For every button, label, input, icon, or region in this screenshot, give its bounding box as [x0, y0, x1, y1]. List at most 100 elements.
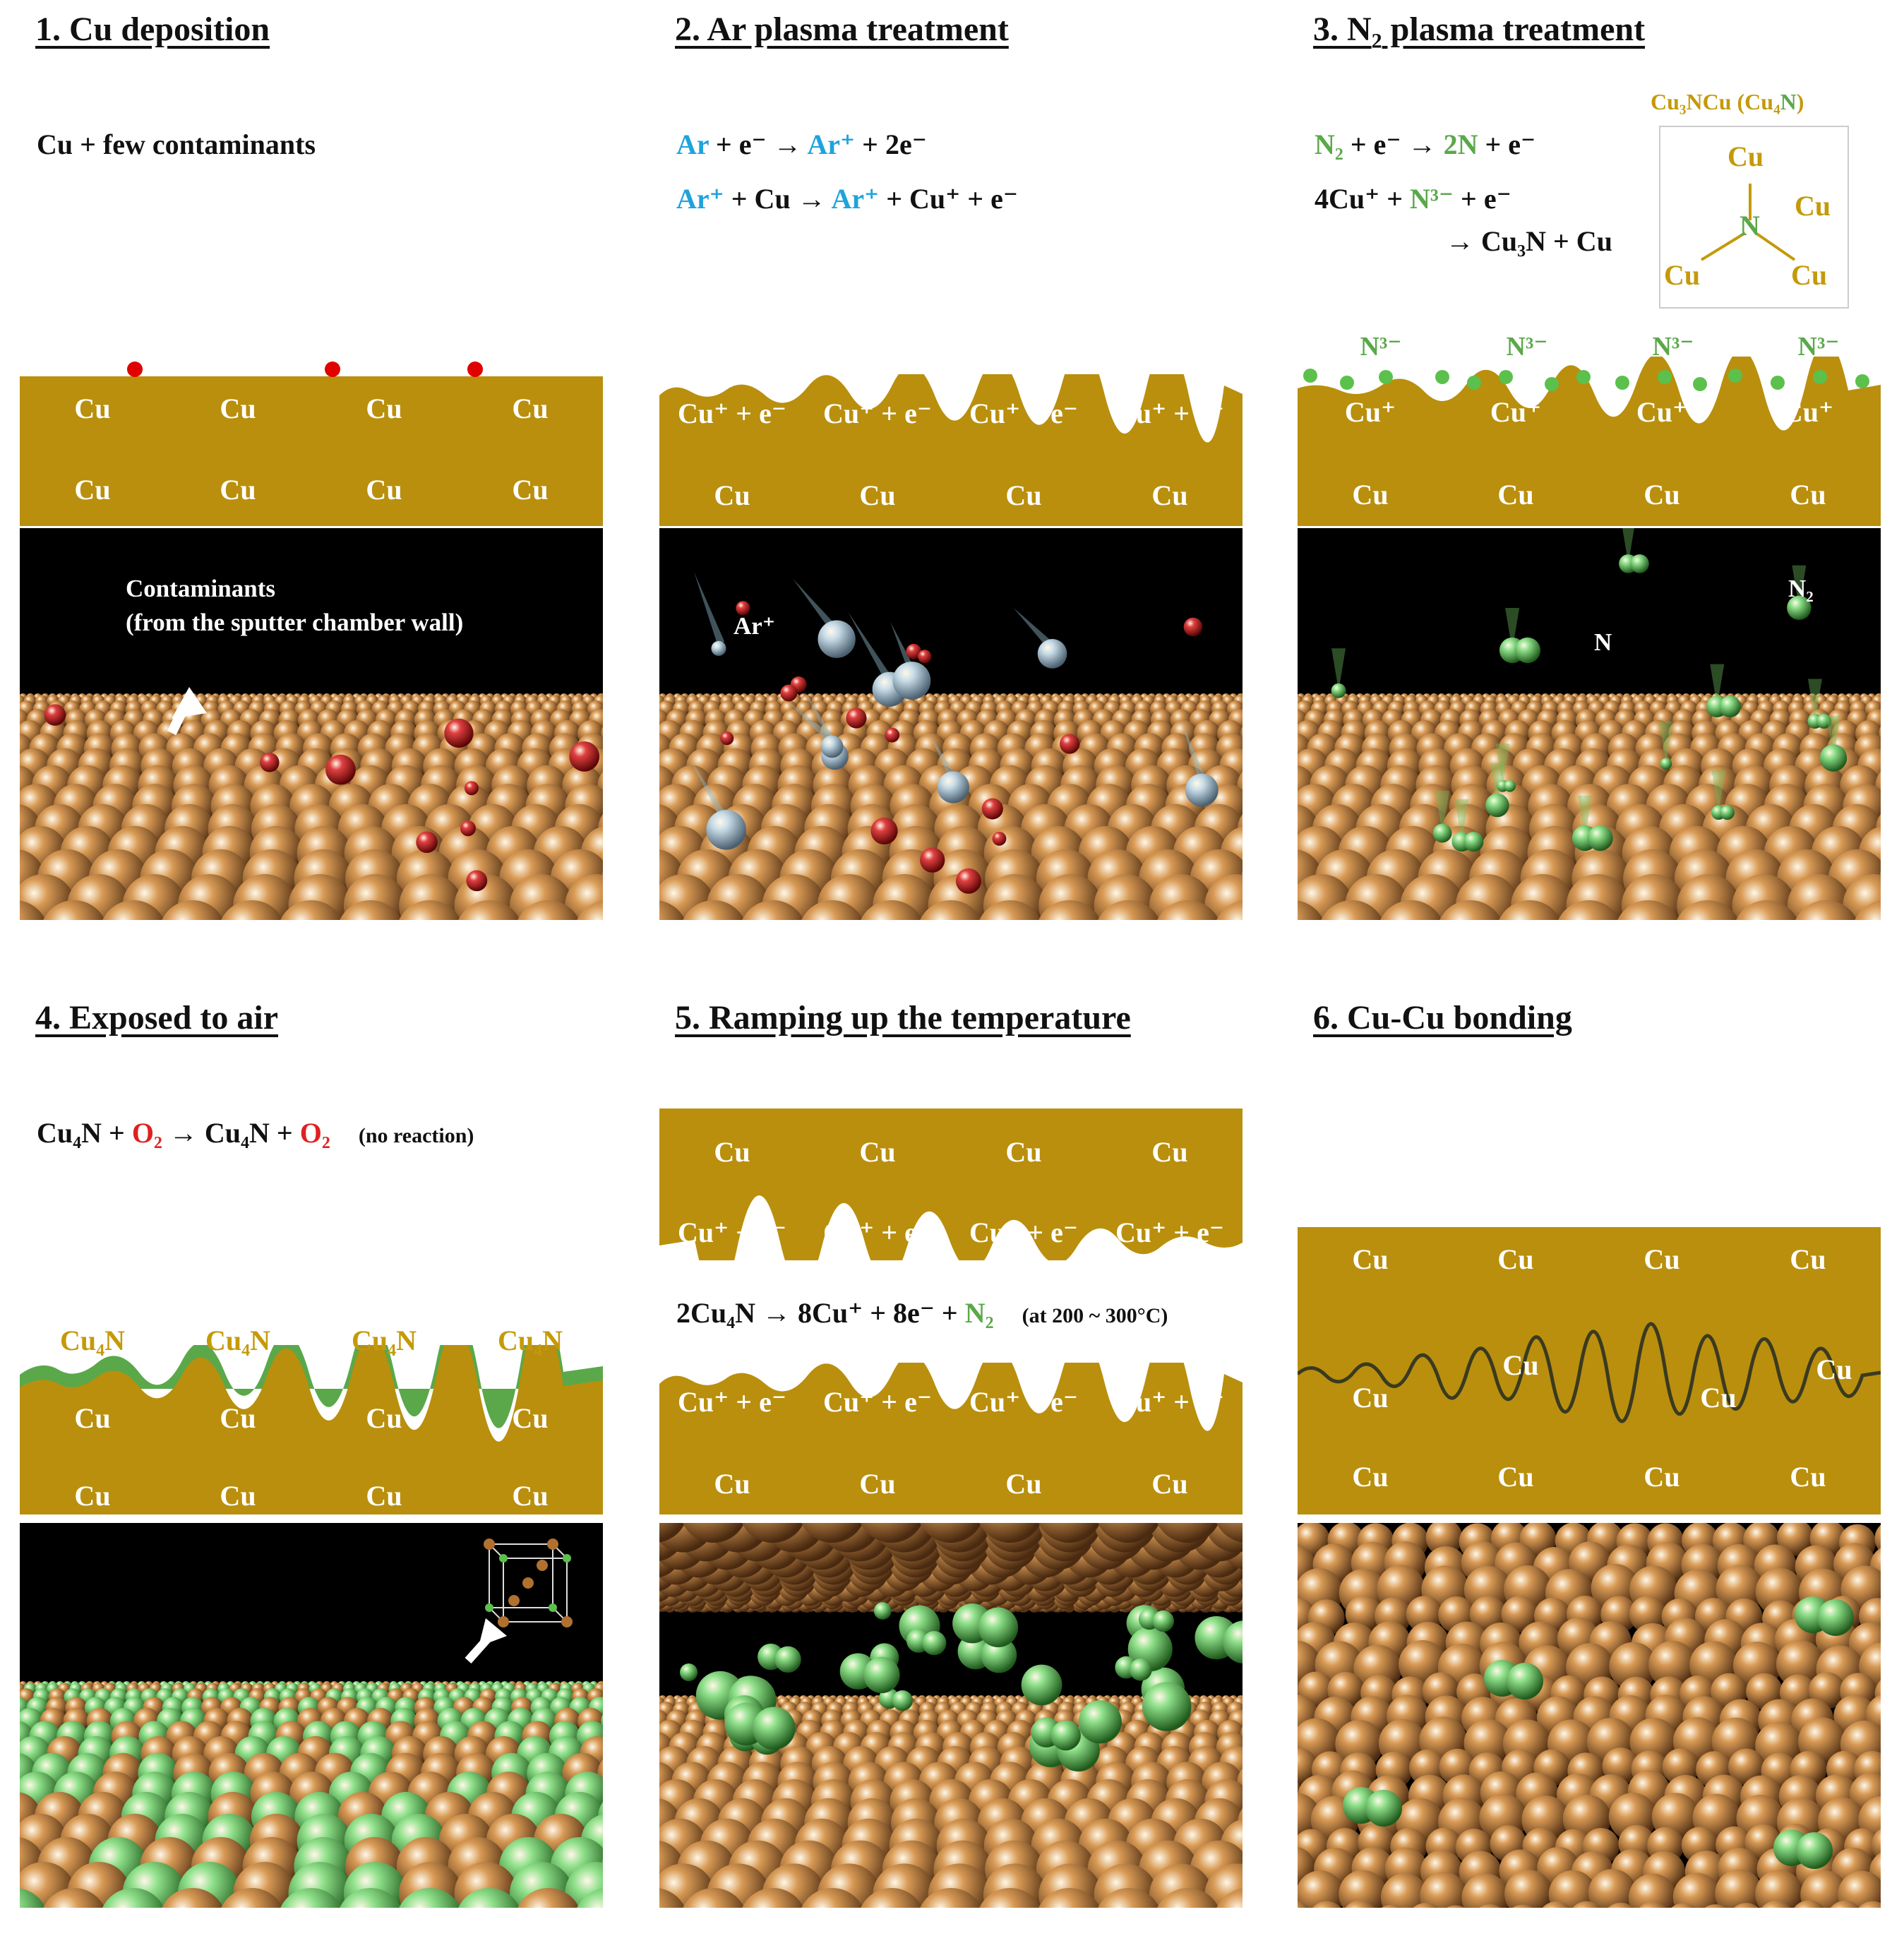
layer-label: Cu — [1790, 1243, 1826, 1275]
interface-label: Cu — [1502, 1349, 1539, 1381]
layer-label: Cu — [1005, 1468, 1042, 1500]
layer-label: Cu — [366, 1402, 402, 1434]
panel-title: 5. Ramping up the temperature — [675, 999, 1131, 1036]
ion-label: N³⁻ — [1797, 332, 1840, 361]
layer-label: Cu⁺ + e⁻ — [678, 398, 786, 429]
layer-label: Cu — [74, 1402, 111, 1434]
ion-label: Ar⁺ — [734, 612, 776, 640]
layer-label: Cu⁺ + e⁻ — [1115, 1386, 1224, 1418]
layer-label: Cu — [714, 1468, 750, 1500]
cu-layer: Cu⁺ + e⁻ Cu⁺ + e⁻ Cu⁺ + e⁻ Cu⁺ + e⁻ Cu C… — [659, 374, 1243, 526]
atomic-scene: Ar⁺ — [659, 528, 1243, 920]
layer-label: Cu — [220, 474, 256, 506]
n-atom-label: N — [1740, 210, 1760, 241]
annotation: Contaminants — [126, 575, 275, 602]
lattice-inset — [465, 1538, 573, 1663]
n-label: N — [1594, 628, 1612, 656]
contaminant-dot — [467, 361, 483, 377]
equation: Ar + e⁻ → Ar⁺ + 2e⁻ — [676, 129, 927, 160]
layer-label: Cu — [859, 1468, 896, 1500]
layer-label: Cu — [1790, 479, 1826, 510]
panel-title: 2. Ar plasma treatment — [675, 11, 1009, 48]
ion-label: N³⁻ — [1652, 332, 1694, 361]
interface-label: Cu — [1816, 1354, 1852, 1385]
cu-atom-label: Cu — [1791, 259, 1828, 291]
layer-label: Cu⁺ + e⁻ — [823, 1386, 932, 1418]
bonded-cu-layer: Cu Cu Cu Cu Cu Cu Cu Cu Cu Cu Cu Cu — [1298, 1227, 1881, 1514]
equation: N₂ + e⁻ → 2N + e⁻ — [1315, 129, 1536, 160]
cu4n-label: Cu₄N — [59, 1325, 126, 1356]
layer-label: Cu⁺ — [1344, 396, 1396, 428]
layer-label: Cu — [714, 1136, 750, 1168]
layer-label: Cu — [1151, 1136, 1188, 1168]
layer-label: Cu — [366, 1480, 402, 1512]
layer-label: Cu — [366, 474, 402, 506]
layer-label: Cu — [1497, 1461, 1534, 1493]
n2-label: N₂ — [1788, 575, 1814, 602]
structure-title: Cu₃NCu (Cu₄N) — [1651, 89, 1804, 114]
annotation: (from the sputter chamber wall) — [126, 609, 464, 636]
layer-label: Cu⁺ + e⁻ — [823, 398, 932, 429]
layer-label: Cu — [1352, 1243, 1389, 1275]
layer-label: Cu⁺ — [1636, 396, 1688, 428]
panel-title: 3. N2 plasma treatment — [1313, 11, 1646, 53]
interface-label: Cu — [1700, 1382, 1737, 1414]
layer-label: Cu — [859, 479, 896, 511]
interface-label: Cu — [1352, 1382, 1389, 1414]
layer-label: Cu — [1352, 1461, 1389, 1493]
layer-label: Cu⁺ + e⁻ — [1115, 1217, 1224, 1248]
contaminant-dot — [127, 361, 143, 377]
equation: → Cu₃N + Cu — [1446, 225, 1612, 257]
layer-label: Cu — [512, 1402, 549, 1434]
ion-label: N³⁻ — [1360, 332, 1402, 361]
layer-label: Cu⁺ + e⁻ — [678, 1217, 786, 1248]
cu-atom-label: Cu — [1664, 259, 1701, 291]
cu4n-label: Cu₄N — [497, 1325, 563, 1356]
equation: Cu + few contaminants — [37, 129, 316, 160]
layer-label: Cu⁺ — [1782, 396, 1834, 428]
layer-label: Cu — [859, 1136, 896, 1168]
layer-label: Cu — [1352, 479, 1389, 510]
layer-label: Cu — [512, 1480, 549, 1512]
atomic-scene — [1298, 1523, 1881, 1908]
layer-label: Cu — [74, 393, 111, 424]
nitrogen-dots — [1303, 369, 1869, 391]
layer-label: Cu — [1151, 1468, 1188, 1500]
layer-label: Cu⁺ + e⁻ — [969, 1386, 1078, 1418]
layer-label: Cu — [1643, 1243, 1680, 1275]
layer-label: Cu — [1790, 1461, 1826, 1493]
layer-label: Cu — [220, 393, 256, 424]
cu-layer: Cu Cu Cu Cu Cu Cu Cu Cu — [20, 357, 603, 526]
ion-label: N³⁻ — [1506, 332, 1548, 361]
layer-label: Cu — [1497, 479, 1534, 510]
layer-label: Cu — [1497, 1243, 1534, 1275]
equation: Cu₄N + O₂ → Cu₄N + O₂ (no reaction) — [37, 1117, 474, 1149]
cu-layer: Cu₄N Cu₄N Cu₄N Cu₄N Cu Cu Cu Cu Cu Cu Cu… — [20, 1325, 603, 1514]
atomic-scene — [659, 1523, 1243, 1908]
layer-label: Cu⁺ + e⁻ — [823, 1217, 932, 1248]
contaminant-dot — [325, 361, 340, 377]
panel-title: 4. Exposed to air — [35, 999, 279, 1036]
atomic-scene: N₂ N — [1298, 528, 1881, 920]
layer-label: Cu — [1005, 479, 1042, 511]
cu4n-structure-diagram: Cu Cu Cu Cu N — [1659, 126, 1849, 309]
layer-label: Cu — [74, 1480, 111, 1512]
atomic-scene: Contaminants (from the sputter chamber w… — [20, 528, 603, 920]
layer-label: Cu⁺ + e⁻ — [969, 398, 1078, 429]
layer-label: Cu — [220, 1402, 256, 1434]
cu4n-label: Cu₄N — [205, 1325, 271, 1356]
equation: 4Cu⁺ + N³⁻ + e⁻ — [1315, 183, 1511, 215]
atomic-scene — [20, 1523, 603, 1908]
upper-cu-layer: Cu Cu Cu Cu Cu⁺ + e⁻ Cu⁺ + e⁻ Cu⁺ + e⁻ C… — [659, 1109, 1243, 1260]
panel-title: 6. Cu-Cu bonding — [1313, 999, 1572, 1036]
equation: 2Cu₄N → 8Cu⁺ + 8e⁻ + N₂ (at 200 ~ 300°C) — [676, 1297, 1168, 1329]
layer-label: Cu — [366, 393, 402, 424]
layer-label: Cu — [220, 1480, 256, 1512]
cu-atom-label: Cu — [1795, 190, 1831, 222]
layer-label: Cu⁺ + e⁻ — [969, 1217, 1078, 1248]
layer-label: Cu — [74, 474, 111, 506]
cu4n-label: Cu₄N — [351, 1325, 417, 1356]
layer-label: Cu — [714, 479, 750, 511]
layer-label: Cu⁺ — [1490, 396, 1542, 428]
equation: Ar⁺ + Cu → Ar⁺ + Cu⁺ + e⁻ — [676, 183, 1018, 215]
